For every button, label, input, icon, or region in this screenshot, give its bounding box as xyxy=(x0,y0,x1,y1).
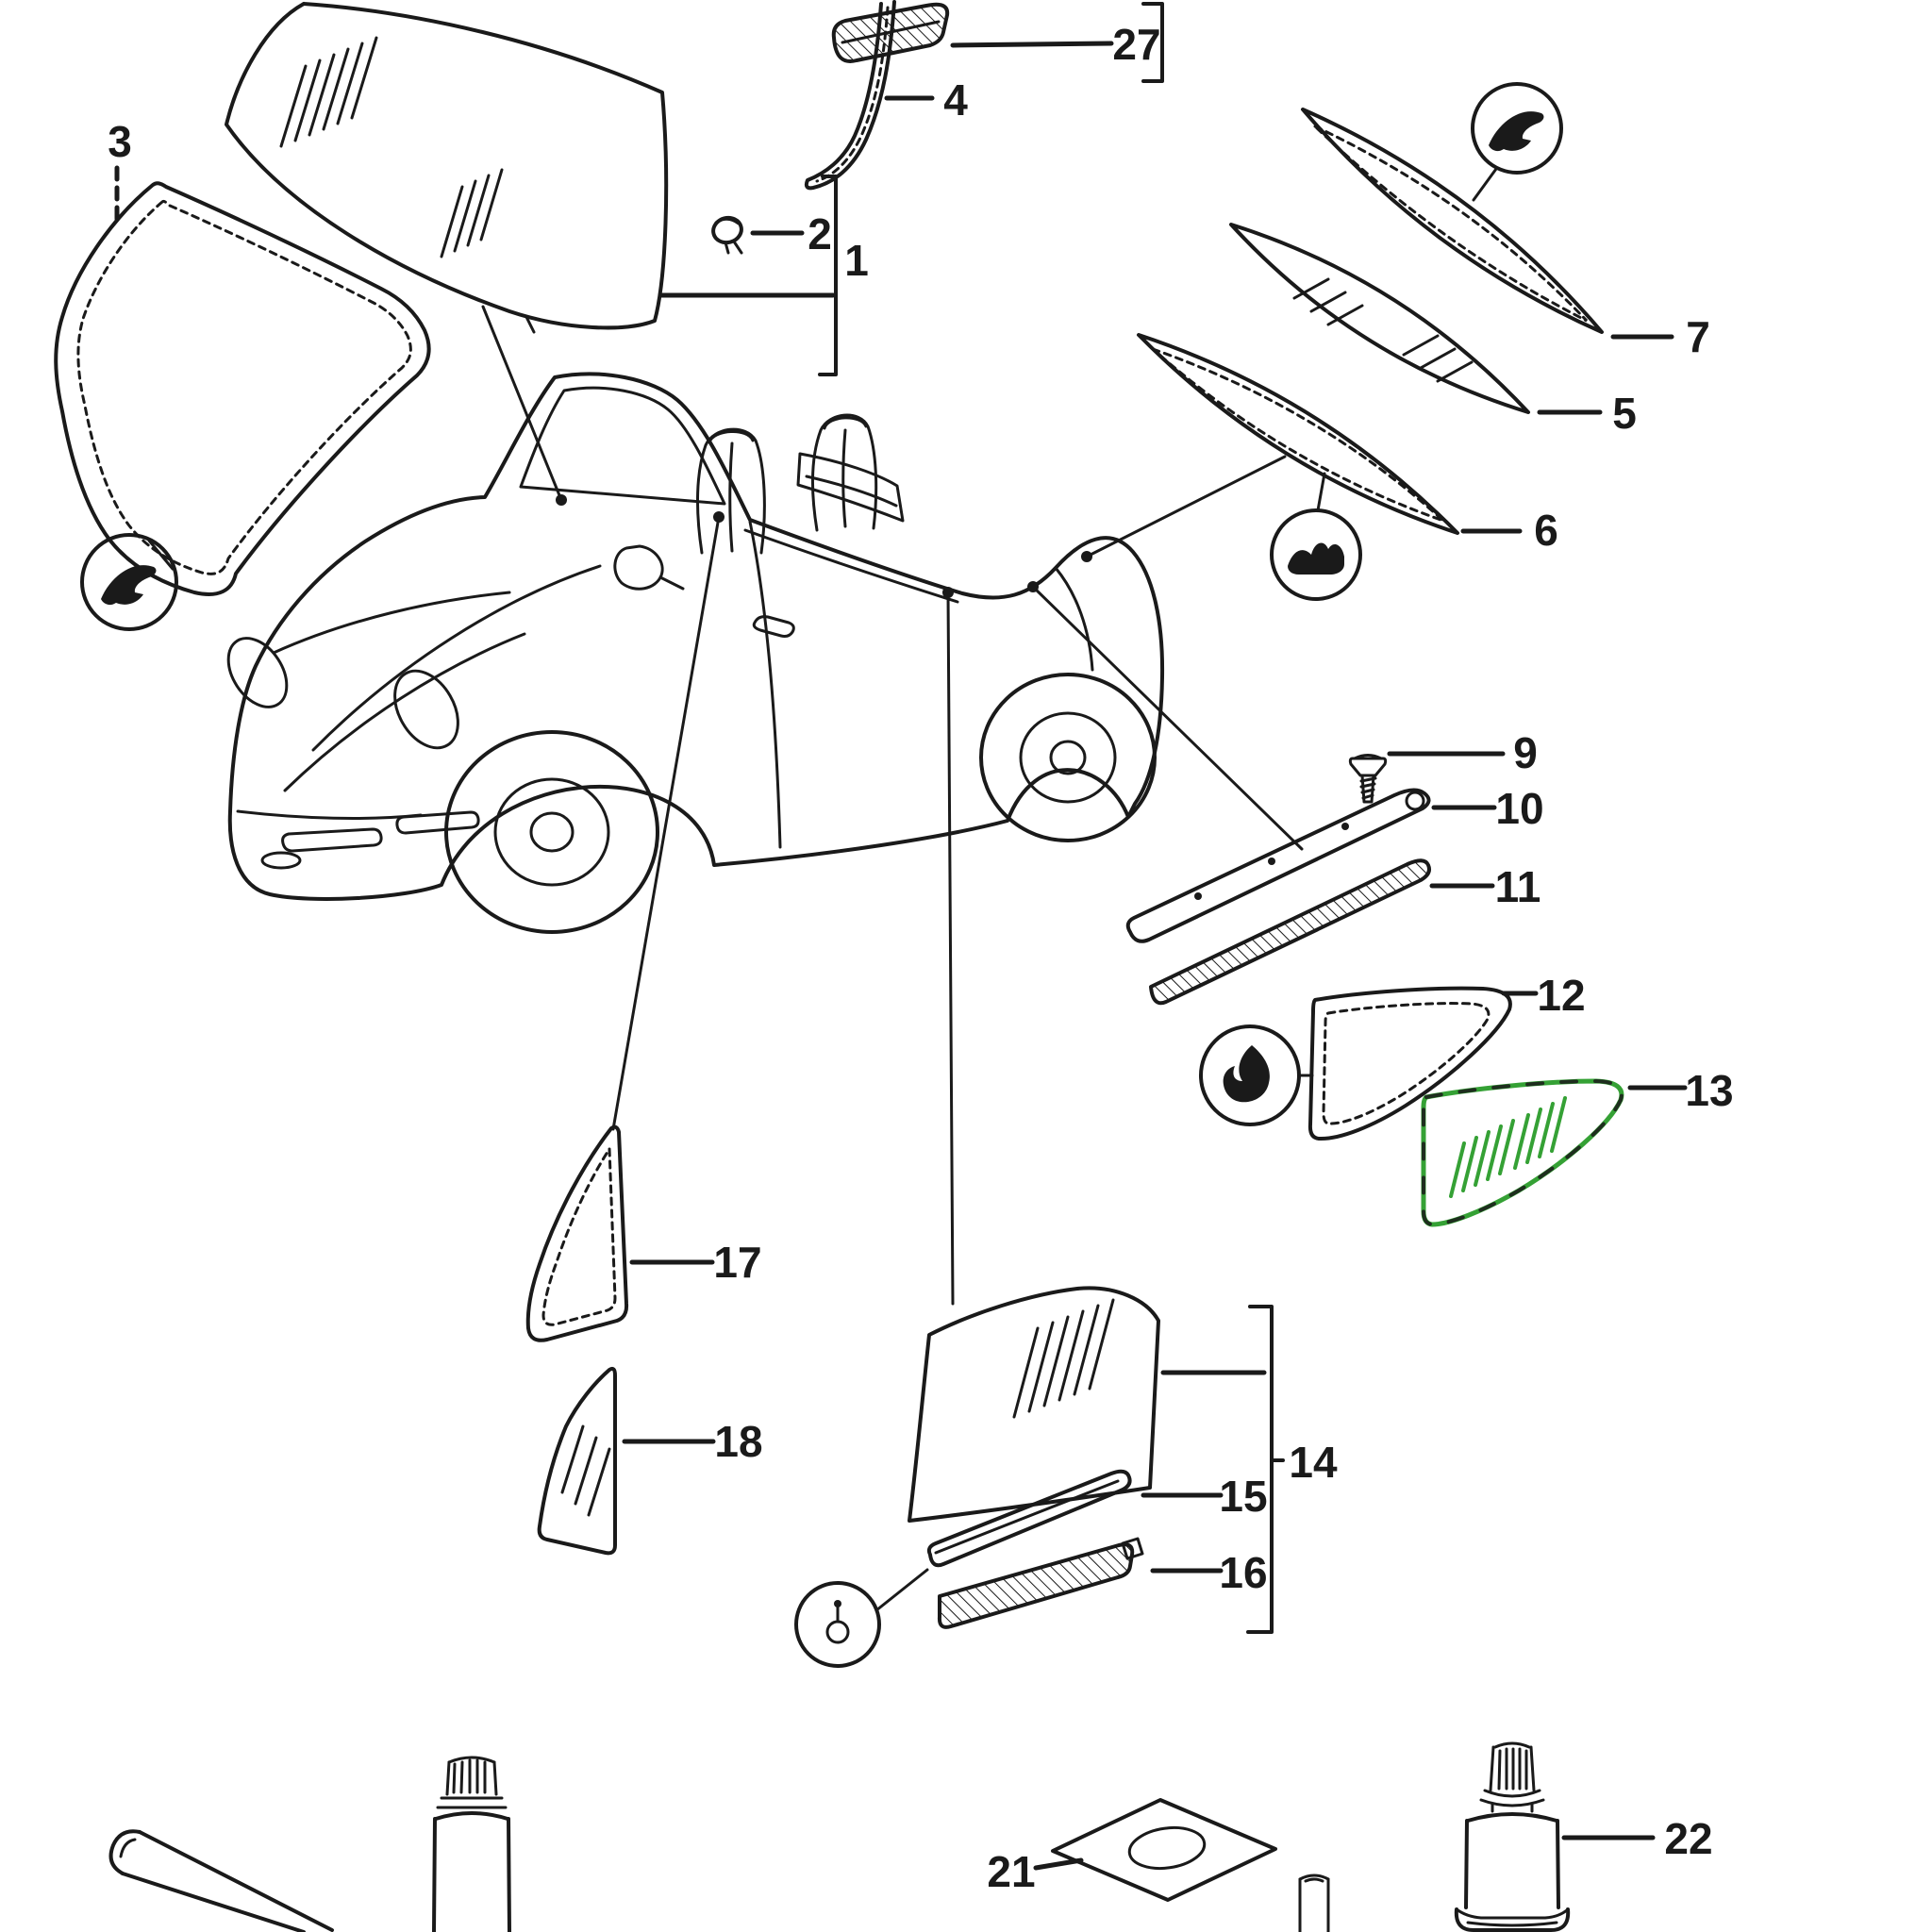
callout-7[interactable]: 7 xyxy=(1610,312,1710,361)
callout-9[interactable]: 9 xyxy=(1387,728,1538,777)
part-17-vent-window-seal xyxy=(525,1124,629,1342)
callout-9-label[interactable]: 9 xyxy=(1513,728,1538,777)
callout-10[interactable]: 10 xyxy=(1431,784,1544,833)
callout-3-label[interactable]: 3 xyxy=(108,117,132,166)
callout-21-leader xyxy=(1033,1857,1084,1871)
callout-27-leader xyxy=(950,41,1114,48)
part-13-quarter-window-glass-selected[interactable] xyxy=(1421,1078,1624,1227)
callout-1-label[interactable]: 1 xyxy=(844,236,869,285)
locating-pin xyxy=(1298,1874,1330,1932)
part-14-door-glass xyxy=(908,1286,1160,1523)
part-6-rear-window-seal xyxy=(1137,333,1459,535)
curved-arrow-icon xyxy=(101,565,157,606)
windshield-glass-hatching xyxy=(279,36,504,258)
callout-3[interactable]: 3 xyxy=(108,117,132,223)
vent-glass-hatching xyxy=(560,1424,611,1517)
callout-18-label[interactable]: 18 xyxy=(714,1417,762,1466)
part-16-glass-rail-lower xyxy=(937,1537,1144,1629)
car-front-wheel xyxy=(444,730,659,934)
callout-6[interactable]: 6 xyxy=(1460,506,1558,555)
part-10-trim-strip xyxy=(1125,788,1431,943)
car-door-handle xyxy=(752,615,795,638)
car-quarter-window xyxy=(796,452,905,523)
callout-13[interactable]: 13 xyxy=(1627,1066,1734,1115)
callout-17[interactable]: 17 xyxy=(629,1238,762,1287)
rear-glass-hatching xyxy=(1292,277,1474,383)
part-18-vent-window-glass xyxy=(537,1366,617,1556)
callout-16[interactable]: 16 xyxy=(1150,1548,1268,1597)
door-rail-circle xyxy=(794,1568,929,1668)
windshield-seal-circle xyxy=(80,533,178,631)
car-headlight-left xyxy=(226,637,289,708)
callout-22[interactable]: 22 xyxy=(1561,1814,1713,1863)
callout-2[interactable]: 2 xyxy=(750,209,832,258)
sealant-bead-icon xyxy=(1288,542,1344,575)
curved-arrow-icon xyxy=(1489,111,1544,152)
adhesive-tube-bottle xyxy=(432,1756,511,1932)
quarter-glass-hatching xyxy=(1449,1096,1567,1198)
bonding-flame-icon xyxy=(1223,1045,1270,1103)
callout-17-label[interactable]: 17 xyxy=(713,1238,761,1287)
part-22-primer-bottle xyxy=(1454,1741,1571,1932)
callout-21[interactable]: 21 xyxy=(987,1847,1084,1896)
quarter-window-circle xyxy=(1199,1024,1314,1126)
part-9-screw xyxy=(1348,754,1388,804)
callout-14[interactable]: 14 xyxy=(1160,1305,1338,1634)
leader-lines xyxy=(481,305,1304,1306)
car-side-mirror xyxy=(613,544,685,591)
part-3-windshield-seal xyxy=(54,181,431,596)
car-front-bumper xyxy=(236,809,480,870)
car-rear-wheel xyxy=(979,673,1157,842)
callout-27[interactable]: 27 xyxy=(950,2,1164,83)
car-door-seam xyxy=(748,520,782,849)
callout-16-label[interactable]: 16 xyxy=(1219,1548,1267,1597)
group-14-bracket xyxy=(1246,1305,1285,1634)
rear-quarter-seal-circle xyxy=(1471,82,1563,202)
callout-5-label[interactable]: 5 xyxy=(1612,389,1637,438)
part-15-glass-rail xyxy=(926,1469,1132,1568)
part-11-trim-strip xyxy=(1149,858,1431,1006)
callout-6-label[interactable]: 6 xyxy=(1534,506,1558,555)
callout-15[interactable]: 15 xyxy=(1141,1472,1268,1521)
callout-12[interactable]: 12 xyxy=(1501,971,1586,1020)
car-windshield xyxy=(519,386,726,506)
callout-4[interactable]: 4 xyxy=(884,75,968,125)
group-1-bracket xyxy=(818,175,838,376)
applicator-pin-icon xyxy=(825,1600,850,1644)
windshield-glass xyxy=(225,2,669,334)
callout-11-label[interactable]: 11 xyxy=(1495,862,1541,911)
callout-18[interactable]: 18 xyxy=(622,1417,763,1466)
part-2-clip xyxy=(711,215,743,255)
callout-5[interactable]: 5 xyxy=(1537,389,1637,438)
part-27-strip xyxy=(831,2,950,63)
part-21-gasket-pad xyxy=(1051,1798,1277,1902)
callout-2-label[interactable]: 2 xyxy=(808,209,832,258)
callout-21-label[interactable]: 21 xyxy=(987,1847,1035,1896)
part-12-quarter-window-seal xyxy=(1307,986,1512,1141)
door-glass-hatching xyxy=(1012,1298,1115,1419)
callout-27-label[interactable]: 27 xyxy=(1112,20,1160,69)
part-7-rear-window-seal xyxy=(1301,108,1604,334)
car-illustration xyxy=(226,372,1165,934)
callout-15-label[interactable]: 15 xyxy=(1219,1472,1267,1521)
callout-4-label[interactable]: 4 xyxy=(943,75,968,125)
rear-window-circle xyxy=(1270,472,1362,601)
car-engine-lid-line xyxy=(1054,566,1094,672)
group-27-bracket xyxy=(1141,2,1164,83)
callout-10-label[interactable]: 10 xyxy=(1495,784,1543,833)
callout-12-label[interactable]: 12 xyxy=(1537,971,1585,1020)
callout-14-label[interactable]: 14 xyxy=(1289,1438,1338,1487)
callout-13-label[interactable]: 13 xyxy=(1685,1066,1733,1115)
adhesive-roll xyxy=(108,1829,334,1932)
car-headlight-right xyxy=(393,669,459,750)
callout-22-label[interactable]: 22 xyxy=(1664,1814,1712,1863)
callout-1[interactable]: 1 xyxy=(658,175,869,376)
part-5-rear-window-glass xyxy=(1229,223,1530,414)
callout-11[interactable]: 11 xyxy=(1429,862,1541,911)
callout-7-label[interactable]: 7 xyxy=(1686,312,1710,361)
car-beltline xyxy=(743,528,959,604)
